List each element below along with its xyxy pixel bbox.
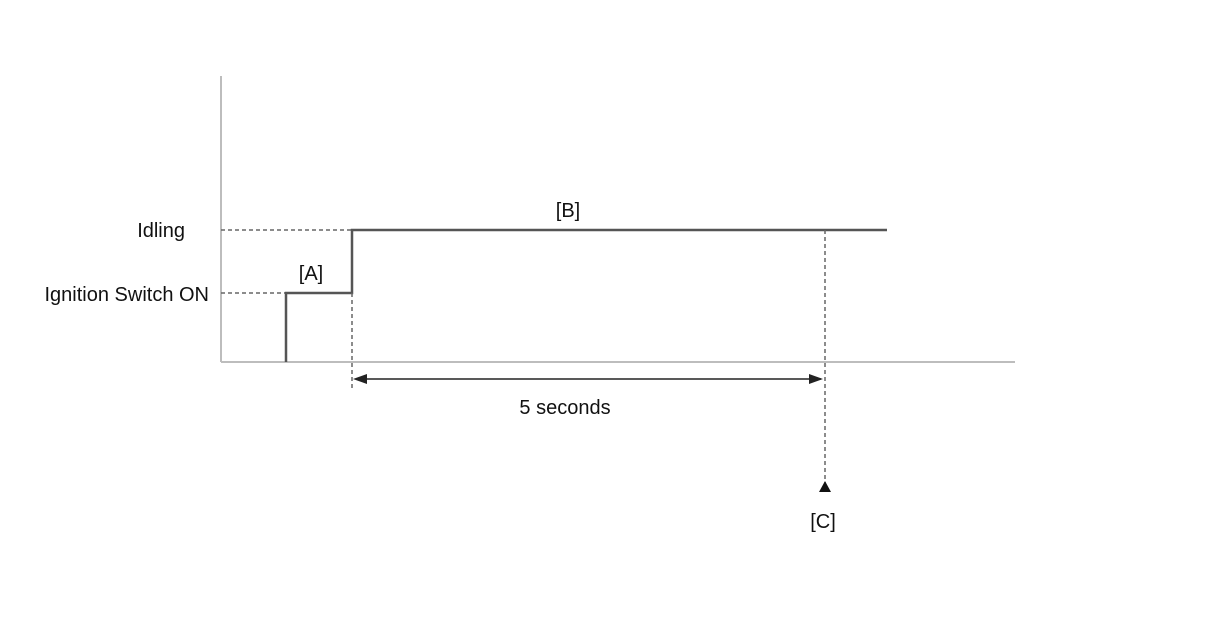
marker-c-arrow-icon (819, 481, 831, 492)
duration-arrow-right-icon (809, 374, 823, 384)
duration-label: 5 seconds (519, 397, 610, 419)
duration-arrow-left-icon (353, 374, 367, 384)
marker-c-label: [C] (810, 511, 836, 533)
ignition-switch-on-label: Ignition Switch ON (44, 284, 209, 306)
idling-label: Idling (137, 220, 185, 242)
signal-trace (284, 228, 887, 362)
marker-b-label: [B] (556, 200, 580, 222)
marker-a-label: [A] (299, 263, 323, 285)
